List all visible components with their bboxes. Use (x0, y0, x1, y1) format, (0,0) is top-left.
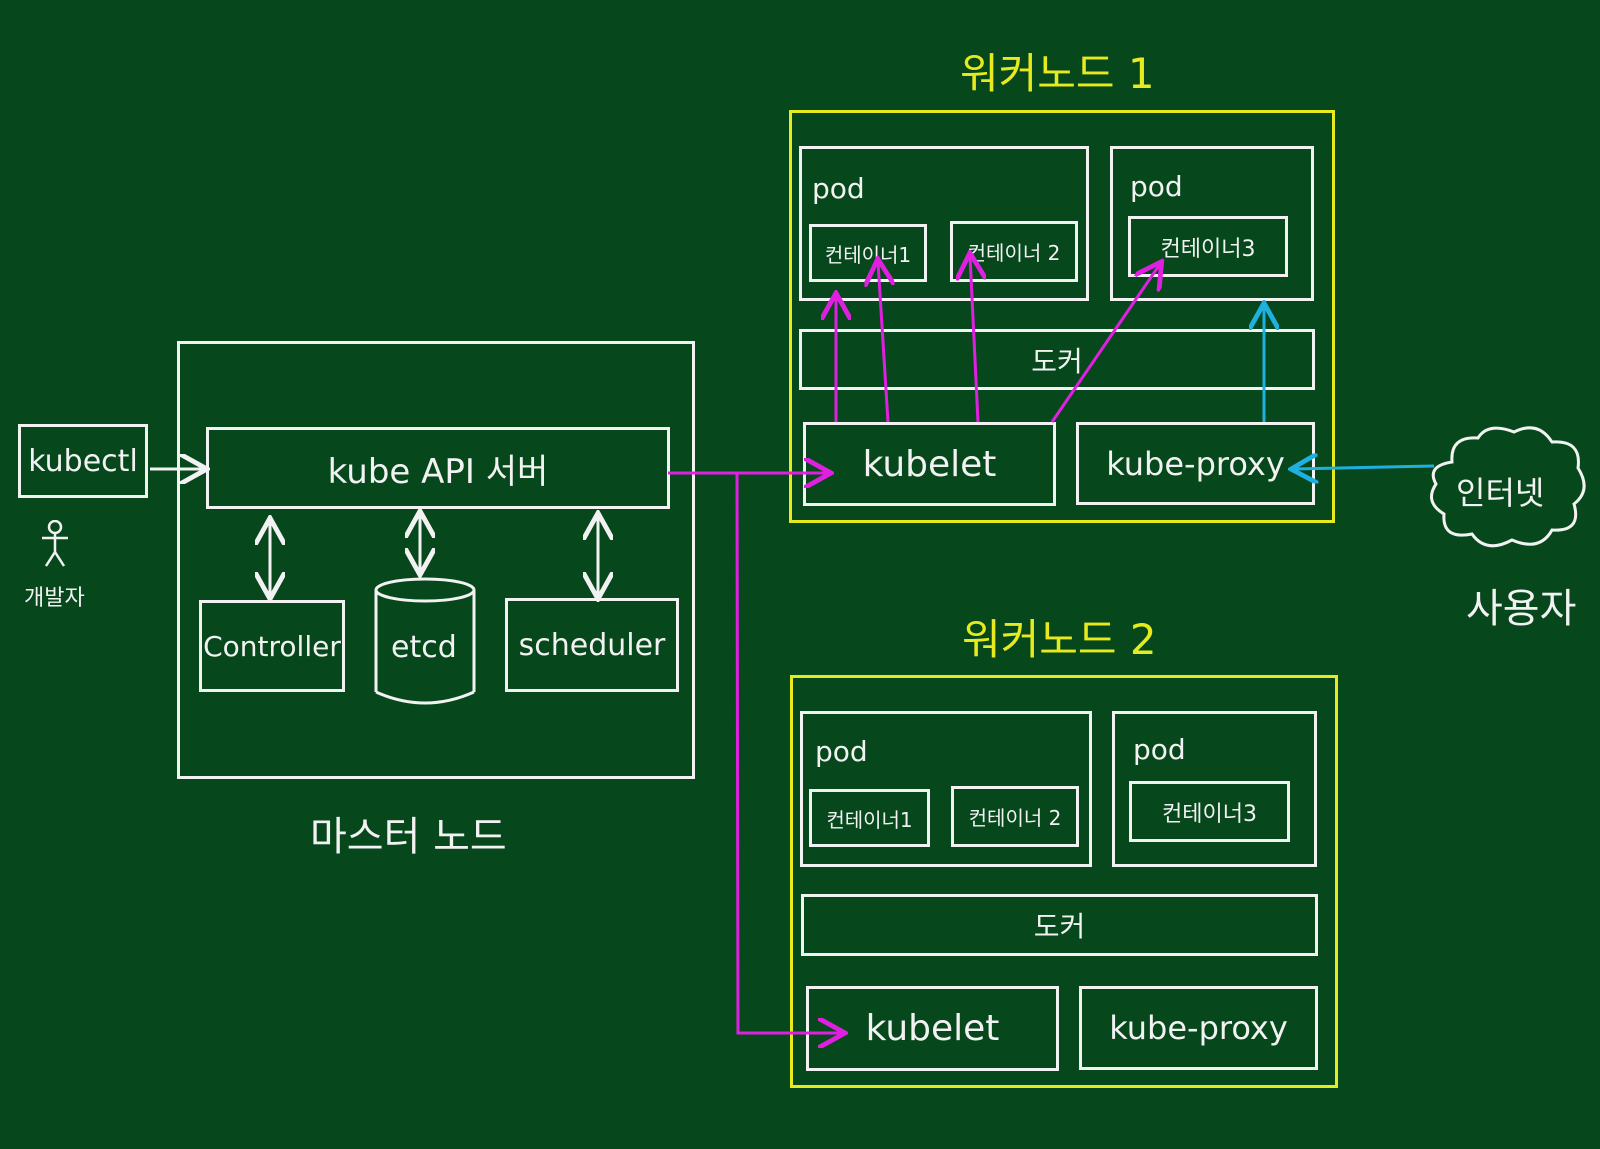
worker1-pod2-label: pod (1130, 170, 1183, 203)
worker1-kube-proxy-label: kube-proxy (1106, 444, 1285, 483)
worker1-title: 워커노드 1 (960, 49, 1155, 98)
worker1-container3-label: 컨테이너3 (1160, 236, 1256, 262)
stick-figure-icon (42, 520, 68, 567)
controller-label: Controller (203, 629, 341, 663)
worker2-kubelet-label: kubelet (865, 1008, 1000, 1049)
worker1-kubelet-box: kubelet (803, 422, 1056, 506)
api-server-box: kube API 서버 (206, 427, 670, 509)
master-node-title: 마스터 노드 (310, 814, 507, 860)
worker2-container1-box: 컨테이너1 (809, 789, 930, 847)
worker2-pod2-box (1112, 711, 1317, 867)
internet-label: 인터넷 (1456, 474, 1545, 512)
api-server-label: kube API 서버 (327, 451, 549, 492)
arrow-kubelet-container1 (878, 262, 888, 423)
worker2-box (790, 675, 1338, 1088)
worker1-docker-label: 도커 (1031, 344, 1083, 378)
arrow-api-to-worker2-kubelet (735, 472, 842, 1033)
worker1-docker-box: 도커 (799, 329, 1315, 390)
worker2-kubelet-box: kubelet (806, 986, 1059, 1071)
arrow-kubelet-container3 (1050, 264, 1160, 423)
worker2-pod2-label: pod (1133, 733, 1186, 766)
worker2-container3-box: 컨테이너3 (1129, 781, 1290, 842)
worker2-docker-box: 도커 (801, 894, 1318, 956)
worker2-container2-box: 컨테이너 2 (951, 786, 1079, 847)
controller-box: Controller (199, 600, 345, 692)
worker1-container3-box: 컨테이너3 (1128, 216, 1288, 277)
worker2-kube-proxy-label: kube-proxy (1109, 1009, 1288, 1047)
cloud-icon (1430, 426, 1586, 548)
etcd-label: etcd (391, 630, 457, 665)
worker1-pod1-label: pod (812, 172, 865, 205)
worker1-pod1-box (799, 146, 1089, 301)
worker2-container1-label: 컨테이너1 (826, 807, 913, 832)
worker2-title: 워커노드 2 (962, 615, 1157, 664)
worker2-container3-label: 컨테이너3 (1162, 801, 1257, 827)
worker1-kubelet-label: kubelet (862, 443, 997, 485)
kubectl-label: kubectl (28, 443, 138, 479)
arrow-kubelet-container2 (970, 256, 978, 423)
worker2-pod1-box (800, 711, 1092, 867)
developer-label: 개발자 (24, 586, 85, 611)
worker1-box (789, 110, 1335, 523)
worker2-kube-proxy-box: kube-proxy (1079, 986, 1318, 1070)
scheduler-label: scheduler (518, 627, 666, 663)
worker2-docker-label: 도커 (1033, 910, 1086, 943)
arrow-internet-to-kube-proxy (1294, 466, 1435, 469)
etcd-cylinder-icon (374, 577, 476, 705)
master-node-box (177, 341, 695, 779)
worker2-pod1-label: pod (815, 735, 868, 768)
worker2-container2-label: 컨테이너 2 (968, 806, 1062, 830)
kubectl-box: kubectl (18, 424, 148, 498)
user-label: 사용자 (1466, 586, 1577, 632)
worker1-pod2-box (1110, 146, 1314, 301)
